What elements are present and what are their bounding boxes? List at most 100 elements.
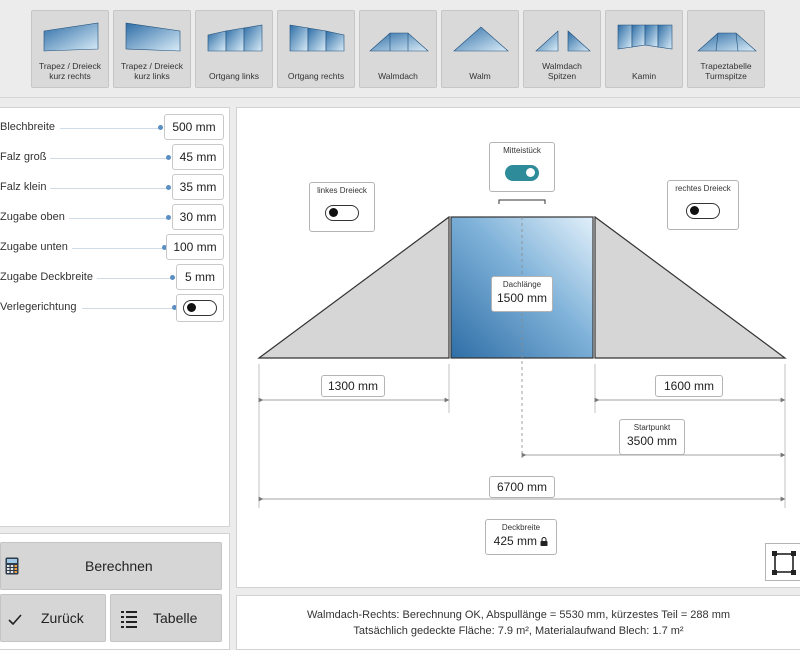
tool-walmdach-spitzen[interactable]: Walmdach Spitzen: [523, 10, 601, 88]
zugabe-deckbreite-input[interactable]: 5 mm: [176, 264, 224, 290]
status-bar: Walmdach-Rechts: Berechnung OK, Abspullä…: [236, 595, 800, 650]
right-triangle-toggle[interactable]: [686, 203, 720, 219]
right-triangle-card: rechtes Dreieck: [667, 180, 739, 230]
tool-trapez-kurz-rechts[interactable]: Trapez / Dreieck kurz rechts: [31, 10, 109, 88]
leader-line: [60, 128, 160, 129]
right-width-value[interactable]: 1600 mm: [655, 375, 723, 397]
param-row-blechbreite: Blechbreite 500 mm: [0, 114, 230, 142]
start-point-box[interactable]: Startpunkt 3500 mm: [619, 419, 685, 455]
param-row-zugabe-oben: Zugabe oben 30 mm: [0, 204, 230, 232]
leader-line: [50, 158, 168, 159]
leader-dot: [162, 245, 167, 250]
toggle-knob: [526, 168, 535, 177]
leader-dot: [158, 125, 163, 130]
start-point-value: 3500 mm: [626, 434, 678, 448]
toolbar: Trapez / Dreieck kurz rechts Trapez / Dr…: [0, 0, 800, 98]
leader-dot: [166, 155, 171, 160]
param-row-falz-klein: Falz klein 35 mm: [0, 174, 230, 202]
toggle-knob: [690, 206, 699, 215]
tool-label: Walmdach: [378, 71, 418, 81]
param-row-zugabe-unten: Zugabe unten 100 mm: [0, 234, 230, 262]
back-button[interactable]: Zurück: [0, 594, 106, 642]
leader-dot: [170, 275, 175, 280]
status-line-1: Walmdach-Rechts: Berechnung OK, Abspullä…: [306, 609, 731, 621]
falz-klein-input[interactable]: 35 mm: [172, 174, 224, 200]
leader-dot: [172, 305, 177, 310]
right-triangle-title: rechtes Dreieck: [675, 184, 731, 193]
ortgang-rechts-icon: [289, 24, 345, 52]
tool-walm[interactable]: Walm: [441, 10, 519, 88]
leader-line: [82, 308, 174, 309]
tool-trapez-kurz-links[interactable]: Trapez / Dreieck kurz links: [113, 10, 191, 88]
tool-label: Trapeztabelle Turmspitze: [700, 61, 752, 81]
fit-view-icon: [772, 551, 796, 575]
calculator-icon: [5, 557, 19, 575]
leader-dot: [166, 185, 171, 190]
left-triangle-card: linkes Dreieck: [309, 182, 375, 232]
left-triangle-toggle[interactable]: [325, 205, 359, 221]
tool-label: Walm: [469, 71, 491, 81]
param-label: Falz groß: [0, 151, 51, 163]
list-icon: [121, 611, 137, 628]
status-line-2: Tatsächlich gedeckte Fläche: 7.9 m², Mat…: [353, 625, 684, 637]
walm-icon: [453, 26, 509, 52]
tool-walmdach[interactable]: Walmdach: [359, 10, 437, 88]
cover-width-title: Deckbreite: [501, 523, 541, 532]
middle-bracket: [498, 199, 546, 204]
calculate-button[interactable]: Berechnen: [0, 542, 222, 590]
table-button[interactable]: Tabelle: [110, 594, 222, 642]
zugabe-unten-input[interactable]: 100 mm: [166, 234, 224, 260]
tool-kamin[interactable]: Kamin: [605, 10, 683, 88]
leader-dot: [166, 215, 171, 220]
action-panel: Berechnen Zurück Tabelle: [0, 533, 230, 650]
roof-length-value: 1500 mm: [496, 291, 548, 305]
right-triangle[interactable]: [594, 215, 787, 359]
roof-length-box[interactable]: Dachlänge 1500 mm: [491, 276, 553, 312]
tool-trapeztabelle-turmspitze[interactable]: Trapeztabelle Turmspitze: [687, 10, 765, 88]
blechbreite-input[interactable]: 500 mm: [164, 114, 224, 140]
trapez-kurz-links-icon: [125, 22, 181, 52]
leader-line: [50, 188, 168, 189]
verlegerichtung-toggle-box: [176, 294, 224, 322]
tool-label: Ortgang links: [208, 71, 260, 81]
kamin-icon: [617, 24, 673, 50]
tool-label: Walmdach Spitzen: [542, 61, 582, 81]
verlegerichtung-toggle[interactable]: [183, 300, 217, 316]
tool-ortgang-rechts[interactable]: Ortgang rechts: [277, 10, 355, 88]
roof-length-title: Dachlänge: [502, 280, 542, 289]
total-width-value[interactable]: 6700 mm: [489, 476, 555, 498]
cover-width-value: 425 mm: [493, 534, 537, 548]
param-label: Verlegerichtung: [0, 301, 81, 313]
left-triangle[interactable]: [257, 215, 450, 359]
calculate-label: Berechnen: [85, 558, 153, 574]
param-row-zugabe-deckbreite: Zugabe Deckbreite 5 mm: [0, 264, 230, 292]
param-row-verlegerichtung: Verlegerichtung: [0, 294, 230, 324]
middle-piece-title: Mitteistück: [503, 146, 541, 155]
tool-label: Ortgang rechts: [287, 71, 345, 81]
leader-line: [68, 218, 168, 219]
param-label: Falz klein: [0, 181, 51, 193]
leader-line: [96, 278, 172, 279]
fit-view-button[interactable]: [765, 543, 800, 581]
table-label: Tabelle: [153, 610, 198, 626]
middle-piece-toggle[interactable]: [505, 165, 539, 181]
walmdach-icon: [369, 32, 429, 52]
tool-label: Trapez / Dreieck kurz links: [120, 61, 184, 81]
param-label: Zugabe unten: [0, 241, 72, 253]
checkmark-icon: [8, 614, 22, 625]
parameter-panel: Blechbreite 500 mm Falz groß 45 mm Falz …: [0, 107, 230, 527]
param-row-falz-gross: Falz groß 45 mm: [0, 144, 230, 172]
zugabe-oben-input[interactable]: 30 mm: [172, 204, 224, 230]
param-label: Zugabe Deckbreite: [0, 271, 97, 283]
tool-label: Trapez / Dreieck kurz rechts: [38, 61, 102, 81]
walmdach-spitzen-icon: [535, 30, 591, 52]
left-triangle-title: linkes Dreieck: [317, 186, 367, 195]
falz-gross-input[interactable]: 45 mm: [172, 144, 224, 170]
trapez-kurz-rechts-icon: [43, 22, 99, 52]
lock-icon: [540, 537, 548, 546]
drawing-panel: linkes Dreieck Mitteistück rechtes Dreie…: [236, 107, 800, 588]
toggle-knob: [187, 303, 196, 312]
cover-width-box[interactable]: Deckbreite 425 mm: [485, 519, 557, 555]
tool-ortgang-links[interactable]: Ortgang links: [195, 10, 273, 88]
left-width-value[interactable]: 1300 mm: [321, 375, 385, 397]
